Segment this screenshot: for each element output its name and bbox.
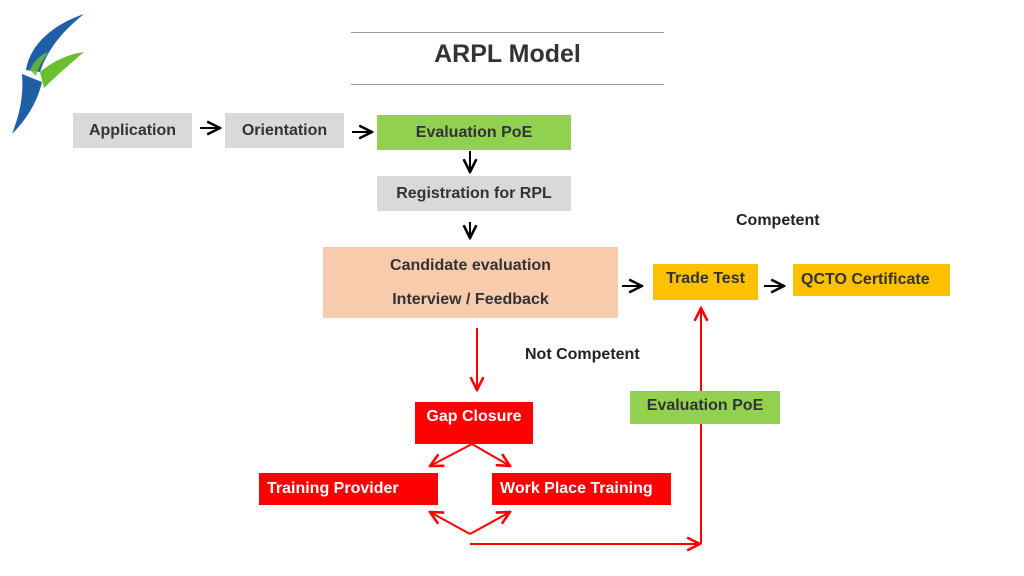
title-top-rule — [351, 32, 664, 33]
evaluation-poe-bottom-label: Evaluation PoE — [646, 397, 764, 414]
evaluation-poe-top-label: Evaluation PoE — [415, 123, 533, 141]
not-competent-label: Not Competent — [525, 346, 640, 363]
competent-label: Competent — [736, 212, 820, 229]
candidate-evaluation-box: Candidate evaluation Interview / Feedbac… — [323, 247, 618, 318]
page-title: ARPL Model — [434, 40, 581, 68]
training-provider-box: Training Provider — [259, 473, 438, 505]
qcto-certificate-box: QCTO Certificate — [793, 264, 950, 296]
qcto-certificate-label: QCTO Certificate — [801, 271, 930, 288]
application-label: Application — [88, 121, 177, 139]
arrow-gap-to-training-provider — [430, 443, 473, 466]
orientation-box: Orientation — [225, 113, 344, 148]
gap-closure-label: Gap Closure — [426, 408, 522, 425]
arrow-merge-to-workplace — [469, 512, 510, 535]
orientation-label: Orientation — [241, 121, 328, 139]
bird-logo-icon — [12, 14, 84, 134]
candidate-evaluation-line2: Interview / Feedback — [392, 290, 549, 308]
training-provider-label: Training Provider — [267, 480, 399, 497]
application-box: Application — [73, 113, 192, 148]
arrow-gap-to-workplace — [471, 443, 510, 466]
evaluation-poe-bottom-box: Evaluation PoE — [630, 391, 780, 424]
gap-closure-box: Gap Closure — [415, 402, 533, 444]
work-place-training-box: Work Place Training — [492, 473, 671, 505]
title-bottom-rule — [351, 84, 664, 85]
candidate-evaluation-line1: Candidate evaluation — [390, 256, 551, 274]
trade-test-label: Trade Test — [666, 270, 745, 287]
registration-box: Registration for RPL — [377, 176, 571, 211]
arrow-merge-to-training-provider — [430, 512, 471, 535]
trade-test-box: Trade Test — [653, 264, 758, 300]
registration-label: Registration for RPL — [396, 184, 552, 202]
evaluation-poe-top-box: Evaluation PoE — [377, 115, 571, 150]
work-place-training-label: Work Place Training — [500, 480, 653, 497]
